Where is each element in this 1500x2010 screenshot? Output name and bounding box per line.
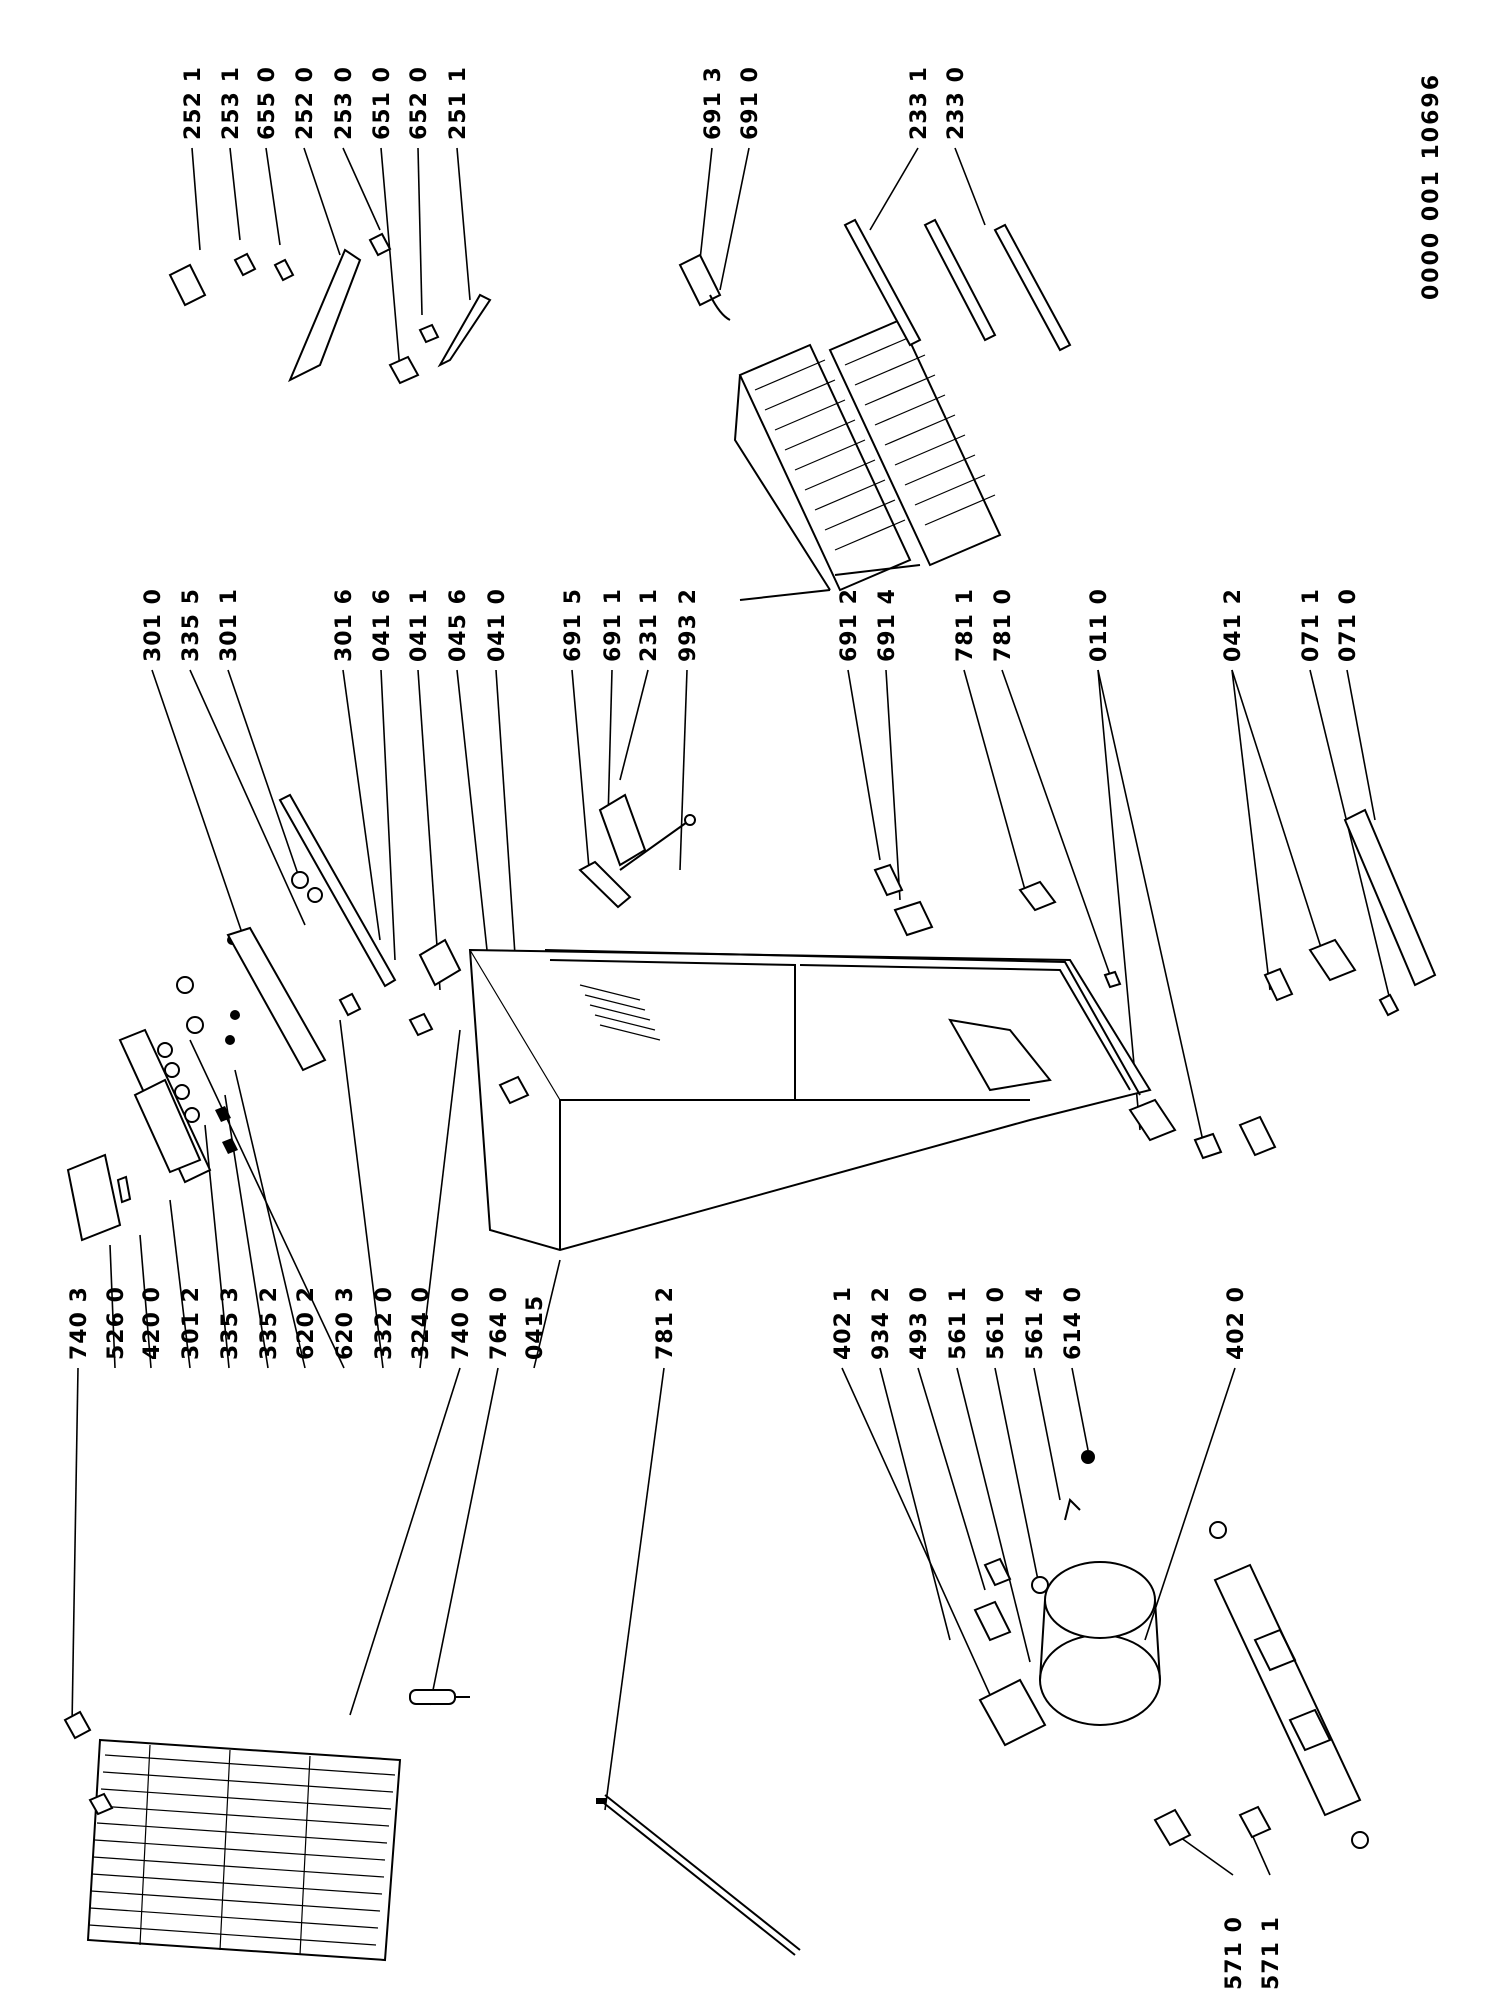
part-label: 420 0 bbox=[140, 1286, 165, 1360]
part-label: 041 1 bbox=[407, 588, 432, 662]
part-label: 934 2 bbox=[869, 1286, 894, 1360]
part-label: 620 3 bbox=[333, 1286, 358, 1360]
part-label: 335 5 bbox=[179, 588, 204, 662]
part-label: 041 0 bbox=[485, 588, 510, 662]
part-label: 301 1 bbox=[217, 588, 242, 662]
part-label: 764 0 bbox=[487, 1286, 512, 1360]
part-label: 045 6 bbox=[446, 588, 471, 662]
part-label: 691 0 bbox=[738, 66, 763, 140]
part-label: 781 2 bbox=[653, 1286, 678, 1360]
control-panel-part bbox=[66, 935, 240, 1242]
part-label: 740 0 bbox=[449, 1286, 474, 1360]
part-label: 614 0 bbox=[1061, 1286, 1086, 1360]
part-label: 252 0 bbox=[293, 66, 318, 140]
part-label: 324 0 bbox=[409, 1286, 434, 1360]
part-label: 071 0 bbox=[1336, 588, 1361, 662]
part-label: 651 0 bbox=[370, 66, 395, 140]
part-label: 740 3 bbox=[67, 1286, 92, 1360]
part-label: 691 1 bbox=[601, 588, 626, 662]
part-label: 620 2 bbox=[294, 1286, 319, 1360]
part-label: 253 1 bbox=[219, 66, 244, 140]
part-label: 071 1 bbox=[1299, 588, 1324, 662]
part-label: 781 1 bbox=[953, 588, 978, 662]
part-label: 691 5 bbox=[561, 588, 586, 662]
part-label: 781 0 bbox=[991, 588, 1016, 662]
part-label: 691 2 bbox=[837, 588, 862, 662]
leader-lines bbox=[71, 147, 1391, 1876]
compressor-part bbox=[973, 1450, 1161, 1747]
drier-part bbox=[409, 1689, 470, 1705]
part-label: 571 0 bbox=[1222, 1916, 1247, 1990]
cabinet-body bbox=[468, 948, 1152, 1252]
part-label: 652 0 bbox=[407, 66, 432, 140]
part-label: 041 6 bbox=[370, 588, 395, 662]
document-number: 0000 001 10696 bbox=[1419, 73, 1444, 300]
part-label: 993 2 bbox=[676, 588, 701, 662]
part-label: 526 0 bbox=[104, 1286, 129, 1360]
part-label: 231 1 bbox=[637, 588, 662, 662]
tube-part bbox=[596, 1794, 801, 1956]
part-label: 691 3 bbox=[701, 66, 726, 140]
lower-cabinet-parts bbox=[873, 808, 1437, 1160]
part-label: 402 0 bbox=[1224, 1286, 1249, 1360]
part-label: 402 1 bbox=[831, 1286, 856, 1360]
part-label: 233 1 bbox=[907, 66, 932, 140]
part-label: 561 1 bbox=[946, 1286, 971, 1360]
condenser-part bbox=[63, 1710, 402, 1962]
part-label: 561 4 bbox=[1023, 1286, 1048, 1360]
shelf-support-parts bbox=[678, 253, 731, 321]
part-label: 301 6 bbox=[332, 588, 357, 662]
evaporator-part bbox=[733, 318, 1002, 601]
part-label: 691 4 bbox=[875, 588, 900, 662]
top-right-parts bbox=[168, 232, 492, 385]
part-label: 571 1 bbox=[1259, 1916, 1284, 1990]
part-label: 332 0 bbox=[372, 1286, 397, 1360]
part-label: 011 0 bbox=[1087, 588, 1112, 662]
base-plate-part bbox=[1153, 1521, 1369, 1849]
part-label: 233 0 bbox=[944, 66, 969, 140]
part-label: 301 0 bbox=[141, 588, 166, 662]
part-label: 251 1 bbox=[446, 66, 471, 140]
part-label: 301 2 bbox=[179, 1286, 204, 1360]
part-label: 253 0 bbox=[332, 66, 357, 140]
part-label: 561 0 bbox=[984, 1286, 1009, 1360]
part-label: 655 0 bbox=[255, 66, 280, 140]
part-label: 041 2 bbox=[1221, 588, 1246, 662]
rail-parts bbox=[843, 218, 1072, 352]
part-label: 493 0 bbox=[907, 1286, 932, 1360]
light-cover-part bbox=[226, 793, 397, 1072]
part-label: 252 1 bbox=[181, 66, 206, 140]
